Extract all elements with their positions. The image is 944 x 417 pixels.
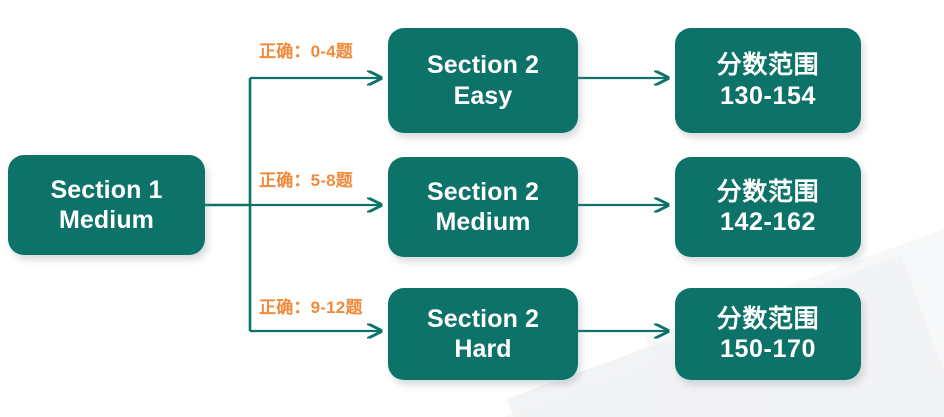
node-score-range-2[interactable]: 分数范围 142-162 xyxy=(675,157,861,257)
node-line-1: Section 2 xyxy=(426,177,540,206)
node-line-2: Medium xyxy=(435,208,531,236)
node-line-2: Hard xyxy=(454,335,512,363)
node-section2-medium[interactable]: Section 2 Medium xyxy=(388,157,578,257)
node-section2-easy[interactable]: Section 2 Easy xyxy=(388,28,578,133)
node-line-1: 分数范围 xyxy=(716,177,820,206)
node-line-1: 分数范围 xyxy=(716,51,820,79)
node-score-range-1[interactable]: 分数范围 130-154 xyxy=(675,28,861,133)
node-section2-hard[interactable]: Section 2 Hard xyxy=(388,288,578,380)
node-line-1: Section 2 xyxy=(426,51,540,79)
node-line-2: 150-170 xyxy=(720,335,816,363)
node-line-2: Easy xyxy=(453,81,513,110)
node-line-2: Medium xyxy=(58,206,155,234)
node-line-1: Section 1 xyxy=(50,175,163,204)
node-section1-medium[interactable]: Section 1 Medium xyxy=(8,155,205,255)
node-score-range-3[interactable]: 分数范围 150-170 xyxy=(675,288,861,380)
node-line-2: 130-154 xyxy=(720,81,816,110)
branch-label-hard: 正确：9-12题 xyxy=(259,298,363,317)
branch-label-easy: 正确：0-4题 xyxy=(259,42,353,61)
node-line-2: 142-162 xyxy=(720,208,816,236)
branch-label-medium: 正确：5-8题 xyxy=(259,171,353,190)
node-line-1: Section 2 xyxy=(426,304,540,333)
node-line-1: 分数范围 xyxy=(716,304,820,333)
